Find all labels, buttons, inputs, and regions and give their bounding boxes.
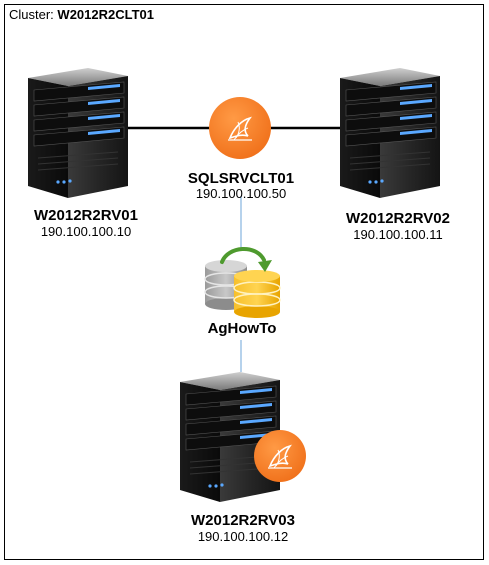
server-icon [27,67,129,199]
sql-server-icon [209,97,271,159]
server-name-rv02: W2012R2RV02 [346,210,450,227]
server-ip-rv01: 190.100.100.10 [40,224,132,239]
server-ip-rv03: 190.100.100.12 [197,529,289,544]
database-replication-icon [204,247,281,318]
cluster-name: W2012R2CLT01 [57,7,154,22]
cluster-prefix: Cluster: [9,7,54,22]
server-ip-rv02: 190.100.100.11 [353,227,443,242]
cluster-label: Cluster: W2012R2CLT01 [9,7,154,22]
sql-server-icon [254,430,306,482]
server-name-rv01: W2012R2RV01 [34,207,138,224]
listener-name: SQLSRVCLT01 [187,170,295,187]
server-name-rv03: W2012R2RV03 [191,512,295,529]
server-icon [339,67,441,199]
availability-group-name: AgHowTo [207,320,277,337]
listener-ip: 190.100.100.50 [195,186,287,201]
cluster-frame [4,4,484,560]
